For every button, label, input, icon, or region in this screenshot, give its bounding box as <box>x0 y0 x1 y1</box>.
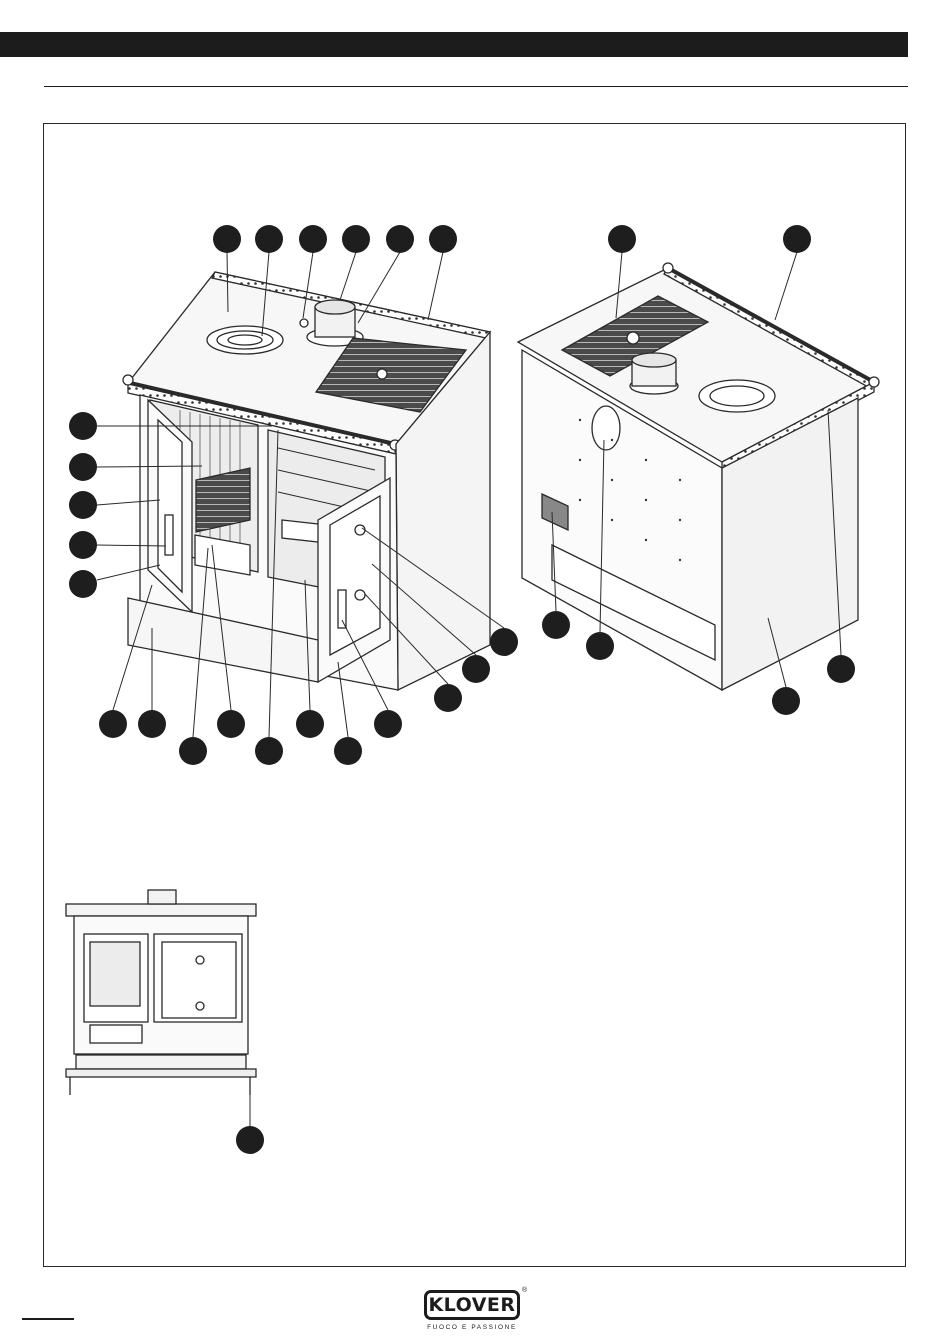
callout-marker <box>342 225 370 253</box>
callout-marker <box>69 412 97 440</box>
callout-marker <box>608 225 636 253</box>
footer-rule <box>22 1318 74 1320</box>
callout-marker <box>386 225 414 253</box>
callout-marker <box>374 710 402 738</box>
callout-marker <box>99 710 127 738</box>
logo-frame: KLOVER <box>424 1290 520 1320</box>
callout-marker <box>429 225 457 253</box>
rear-smoke-outlet <box>592 406 620 450</box>
callout-marker <box>296 710 324 738</box>
callout-marker <box>299 225 327 253</box>
callout-marker <box>217 710 245 738</box>
callout-marker <box>586 632 614 660</box>
callout-marker <box>542 611 570 639</box>
callout-marker <box>255 225 283 253</box>
callout-marker <box>255 737 283 765</box>
rear-stove-view <box>518 263 879 690</box>
callout-marker <box>334 737 362 765</box>
callout-marker <box>434 684 462 712</box>
callout-marker <box>179 737 207 765</box>
callout-marker <box>213 225 241 253</box>
registered-mark: ® <box>522 1287 527 1294</box>
callout-marker <box>69 453 97 481</box>
callout-marker <box>69 570 97 598</box>
callout-marker <box>462 655 490 683</box>
callout-marker <box>827 655 855 683</box>
callout-marker <box>69 491 97 519</box>
logo-tagline: FUOCO E PASSIONE <box>424 1324 520 1331</box>
klover-logo: KLOVER ® FUOCO E PASSIONE <box>424 1290 524 1338</box>
callout-marker <box>772 687 800 715</box>
callout-marker <box>783 225 811 253</box>
callout-marker <box>490 628 518 656</box>
callout-marker <box>236 1126 264 1154</box>
callout-marker <box>138 710 166 738</box>
logo-wordmark: KLOVER <box>428 1294 515 1316</box>
fire-grate <box>196 468 250 532</box>
callout-marker <box>69 531 97 559</box>
front-elevation-view <box>66 890 256 1095</box>
